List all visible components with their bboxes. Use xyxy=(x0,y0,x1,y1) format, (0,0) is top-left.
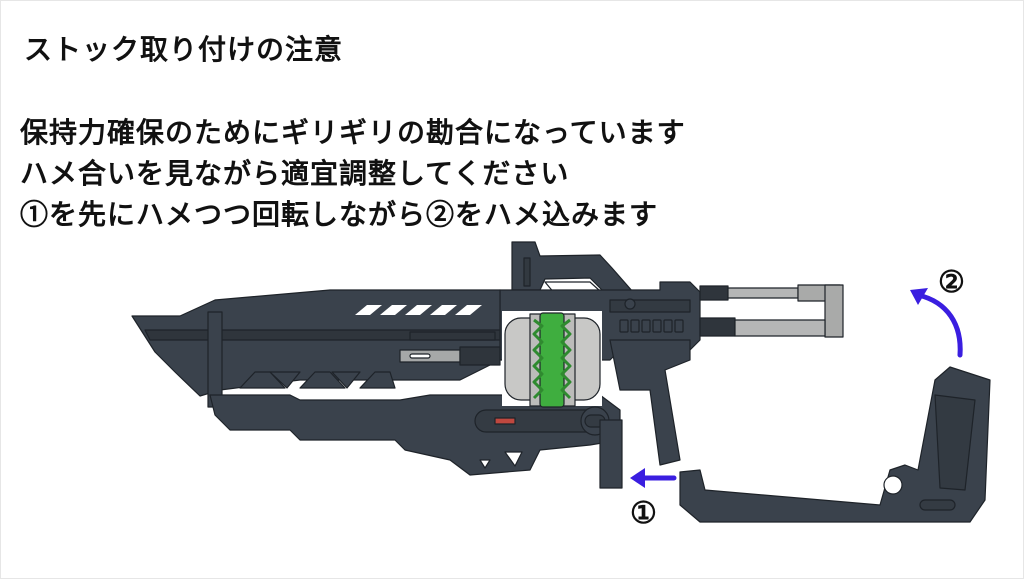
pistol-grip xyxy=(609,339,691,466)
instruction-line-2: ハメ合いを見ながら適宜調整してください xyxy=(20,157,570,190)
arrow-step-2 xyxy=(910,288,963,358)
instruction-line-3: ①を先にハメつつ回転しながら②をハメ込みます xyxy=(20,198,659,231)
barrel-shroud xyxy=(131,289,501,408)
arrow-step-1 xyxy=(630,468,677,488)
page-title: ストック取り付けの注意 xyxy=(24,33,344,66)
stock xyxy=(679,366,991,523)
instruction-line-1: 保持力確保のためにギリギリの勘合になっています xyxy=(20,116,686,149)
drum xyxy=(502,311,602,408)
step-2-label: ② xyxy=(938,265,965,300)
instruction-text: 保持力確保のためにギリギリの勘合になっています ハメ合いを見ながら適宜調整してく… xyxy=(20,112,686,235)
lower-body xyxy=(209,394,623,489)
step-1-label: ① xyxy=(630,496,657,531)
rear-rods xyxy=(699,284,844,338)
